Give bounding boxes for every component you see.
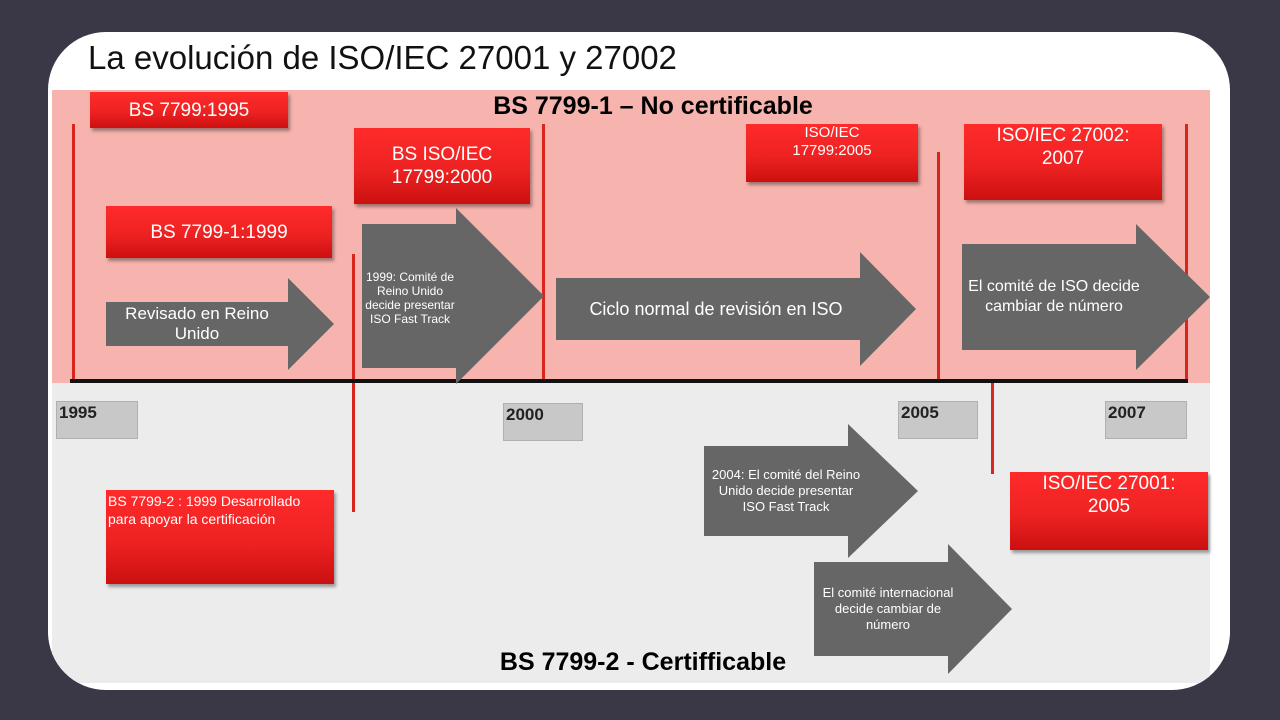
timeline-axis [70, 379, 1188, 383]
arrow-ciclo-normal: Ciclo normal de revisión en ISO [556, 252, 916, 366]
arrow-comite-2004: 2004: El comité del Reino Unido decide p… [704, 424, 918, 558]
not-certifiable-band-title: BS 7799-1 – No certificable [493, 92, 813, 120]
year-label-2007: 2007 [1105, 401, 1187, 439]
arrow-shape [106, 278, 334, 370]
arrow-shape [814, 544, 1012, 674]
arrow-shape [962, 224, 1210, 370]
box-bs7799-1995: BS 7799:1995 [90, 92, 288, 128]
box-bs7799-2-1999: BS 7799-2 : 1999 Desarrollado para apoya… [106, 490, 334, 584]
year-label-1995: 1995 [56, 401, 138, 439]
arrow-comite-1999: 1999: Comité de Reino Unido decide prese… [362, 208, 544, 384]
arrow-text: 2004: El comité del Reino Unido decide p… [711, 467, 861, 514]
arrow-text: 1999: Comité de Reino Unido decide prese… [365, 270, 455, 326]
arrow-text: El comité de ISO decide cambiar de númer… [968, 278, 1140, 315]
arrow-comite-internacional: El comité internacional decide cambiar d… [814, 544, 1012, 674]
arrow-shape [704, 424, 918, 558]
arrow-shape [362, 208, 544, 384]
milestone-line-2007 [1185, 124, 1188, 382]
box-bs-iso-iec-17799-2000: BS ISO/IEC 17799:2000 [354, 128, 530, 204]
arrow-comite-iso-numero: El comité de ISO decide cambiar de númer… [962, 224, 1210, 370]
milestone-line-1995 [72, 124, 75, 382]
box-iso-iec-17799-2005: ISO/IEC 17799:2005 [746, 124, 918, 182]
slide-card: La evolución de ISO/IEC 27001 y 27002 BS… [48, 32, 1230, 690]
year-label-2000: 2000 [503, 403, 583, 441]
arrow-text: Revisado en Reino Unido [125, 304, 269, 343]
milestone-line-2005-bottom [991, 382, 994, 474]
milestone-line-1999 [352, 254, 355, 512]
box-bs7799-1-1999: BS 7799-1:1999 [106, 206, 332, 258]
milestone-line-2000 [542, 124, 545, 382]
arrow-shape [556, 252, 916, 366]
arrow-text: Ciclo normal de revisión en ISO [589, 298, 843, 319]
year-label-2005: 2005 [898, 401, 978, 439]
box-iso-iec-27002-2007: ISO/IEC 27002: 2007 [964, 124, 1162, 200]
certifiable-band-title: BS 7799-2 - Certifficable [499, 648, 787, 676]
box-iso-iec-27001-2005: ISO/IEC 27001: 2005 [1010, 472, 1208, 550]
arrow-text: El comité internacional decide cambiar d… [822, 585, 954, 632]
arrow-revisado-reino-unido: Revisado en Reino Unido [106, 278, 334, 370]
milestone-line-2005-top [937, 152, 940, 382]
slide-title: La evolución de ISO/IEC 27001 y 27002 [88, 39, 677, 76]
